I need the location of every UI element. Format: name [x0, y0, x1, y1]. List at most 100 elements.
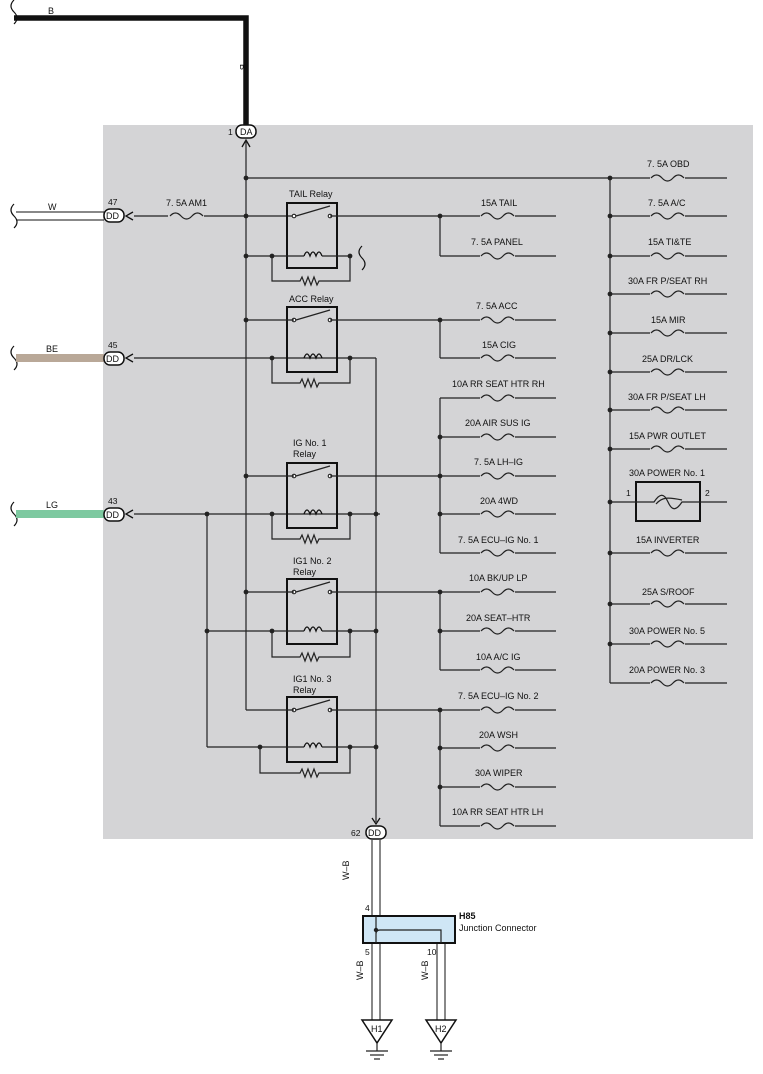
- fuse-power3-label: 20A POWER No. 3: [629, 665, 705, 675]
- connector-dd-label: DD: [106, 211, 119, 221]
- fuse-wsh-label: 20A WSH: [479, 730, 518, 740]
- pin-power1-2: 2: [705, 488, 710, 498]
- connector-dd-62: DD 62: [351, 825, 387, 840]
- fuse-ac-label: 7. 5A A/C: [648, 198, 686, 208]
- fuse-tail: 15A TAIL: [440, 198, 556, 220]
- wire-w: W: [10, 202, 104, 229]
- right-fuses: 7. 5A OBD 7. 5A A/C 15A TI&TE 30A FR P/S…: [607, 159, 727, 687]
- fuse-wiper: 30A WIPER: [437, 768, 556, 791]
- fuse-ac-ig-label: 10A A/C IG: [476, 652, 521, 662]
- fuse-pwr-outlet: 15A PWR OUTLET: [607, 431, 727, 453]
- fuse-fr-pseat-rh-label: 30A FR P/SEAT RH: [628, 276, 707, 286]
- relay-tail-label: TAIL Relay: [289, 189, 333, 199]
- fuse-ac-ig: 10A A/C IG: [440, 652, 556, 674]
- relay-tail: TAIL Relay: [243, 189, 366, 287]
- relay-ig1-no2: IG1 No. 2 Relay: [269, 556, 353, 663]
- connector-dd-43: DD 43: [103, 496, 134, 522]
- relay-ig1no3-label-2: Relay: [293, 685, 317, 695]
- fuse-4wd: 20A 4WD: [437, 496, 556, 518]
- fuse-drlck-label: 25A DR/LCK: [642, 354, 693, 364]
- ground-h2: H2: [424, 1019, 458, 1060]
- pin-dd-43: 43: [108, 496, 118, 506]
- h85-name: Junction Connector: [459, 923, 537, 933]
- fuse-fr-pseat-lh: 30A FR P/SEAT LH: [607, 392, 727, 414]
- wire-wb-h2: W–B: [420, 943, 446, 1020]
- fuse-lh-ig-label: 7. 5A LH–IG: [474, 457, 523, 467]
- connector-da: DA 1: [228, 124, 257, 148]
- fuse-acc-label: 7. 5A ACC: [476, 301, 518, 311]
- fuse-bkup-lp: 10A BK/UP LP: [440, 573, 556, 596]
- fuse-power1: 30A POWER No. 1 1 2: [607, 468, 727, 522]
- relay-acc-label: ACC Relay: [289, 294, 334, 304]
- relay-ig-no1: IG No. 1 Relay: [269, 438, 353, 545]
- fuse-am1-label: 7. 5A AM1: [166, 198, 207, 208]
- fuse-rr-seat-htr-lh-label: 10A RR SEAT HTR LH: [452, 807, 543, 817]
- fuse-tite: 15A TI&TE: [607, 237, 727, 260]
- wire-lg: LG: [10, 500, 104, 527]
- pin-h85-5: 5: [365, 947, 370, 957]
- fuse-seat-htr: 20A SEAT–HTR: [437, 613, 556, 635]
- fuse-power5-label: 30A POWER No. 5: [629, 626, 705, 636]
- fuse-power1-label: 30A POWER No. 1: [629, 468, 705, 478]
- fuse-power5: 30A POWER No. 5: [607, 626, 727, 648]
- fuse-lh-ig: 7. 5A LH–IG: [440, 457, 556, 480]
- fuse-sroof-label: 25A S/ROOF: [642, 587, 695, 597]
- relay-ig1no2-label-2: Relay: [293, 567, 317, 577]
- fuse-tail-label: 15A TAIL: [481, 198, 517, 208]
- fuse-seat-htr-label: 20A SEAT–HTR: [466, 613, 531, 623]
- fuse-wiper-label: 30A WIPER: [475, 768, 523, 778]
- fuse-mir-label: 15A MIR: [651, 315, 686, 325]
- pin-h85-4: 4: [365, 903, 370, 913]
- fuse-air-sus-ig-label: 20A AIR SUS IG: [465, 418, 531, 428]
- wire-label-wb-h2: W–B: [420, 960, 430, 980]
- connector-da-label: DA: [240, 127, 253, 137]
- wire-label-lg: LG: [46, 500, 58, 510]
- fuse-rr-seat-htr-rh-label: 10A RR SEAT HTR RH: [452, 379, 545, 389]
- wire-label-b-top: B: [48, 6, 54, 16]
- pin-dd-45: 45: [108, 340, 118, 350]
- fuse-cig: 15A CIG: [440, 340, 556, 362]
- junction-connector-h85: H85 Junction Connector: [362, 911, 537, 944]
- fuse-ecu-ig2-label: 7. 5A ECU–IG No. 2: [458, 691, 539, 701]
- fuse-inverter: 15A INVERTER: [607, 535, 727, 557]
- fuse-bkup-lp-label: 10A BK/UP LP: [469, 573, 527, 583]
- relay-ig1no2-label-1: IG1 No. 2: [293, 556, 332, 566]
- pin-dd-47: 47: [108, 197, 118, 207]
- fuse-acc: 7. 5A ACC: [440, 301, 556, 324]
- middle-fuses: 15A TAIL 7. 5A PANEL 7. 5A ACC 15A CIG 1…: [437, 198, 556, 830]
- fuse-pwr-outlet-label: 15A PWR OUTLET: [629, 431, 707, 441]
- fuse-air-sus-ig: 20A AIR SUS IG: [440, 418, 556, 441]
- relay-ig1-no3: IG1 No. 3 Relay: [257, 674, 353, 779]
- fuse-ecu-ig1: 7. 5A ECU–IG No. 1: [440, 535, 556, 557]
- wire-b: B B: [10, 0, 249, 128]
- h85-code: H85: [459, 911, 476, 921]
- fuse-fr-pseat-rh: 30A FR P/SEAT RH: [607, 276, 727, 298]
- fuse-cig-label: 15A CIG: [482, 340, 516, 350]
- fuse-tite-label: 15A TI&TE: [648, 237, 691, 247]
- pin-dd-62: 62: [351, 828, 361, 838]
- relay-ig1-label-2: Relay: [293, 449, 317, 459]
- fuse-obd: 7. 5A OBD: [610, 159, 727, 182]
- wire-label-b-vertical: B: [238, 64, 248, 70]
- ground-h1: H1: [360, 1019, 394, 1060]
- wire-label-wb-main: W–B: [341, 860, 351, 880]
- connector-dd-label: DD: [106, 510, 119, 520]
- fuse-ecu-ig1-label: 7. 5A ECU–IG No. 1: [458, 535, 539, 545]
- connector-dd-label: DD: [106, 354, 119, 364]
- wire-label-wb-h1: W–B: [355, 960, 365, 980]
- fuse-rr-seat-htr-lh: 10A RR SEAT HTR LH: [440, 807, 556, 830]
- pin-da-1: 1: [228, 127, 233, 137]
- relay-acc: ACC Relay: [269, 294, 353, 389]
- fuse-4wd-label: 20A 4WD: [480, 496, 519, 506]
- connector-dd-45: DD 45: [103, 340, 134, 366]
- wire-wb-main: W–B: [341, 840, 381, 915]
- fuse-fr-pseat-lh-label: 30A FR P/SEAT LH: [628, 392, 706, 402]
- ground-h2-label: H2: [435, 1024, 447, 1034]
- fuse-inverter-label: 15A INVERTER: [636, 535, 700, 545]
- pin-power1-1: 1: [626, 488, 631, 498]
- wire-label-be: BE: [46, 344, 58, 354]
- connector-dd-47: DD 47: [103, 197, 134, 223]
- ground-h1-label: H1: [371, 1024, 383, 1034]
- fuse-panel-label: 7. 5A PANEL: [471, 237, 523, 247]
